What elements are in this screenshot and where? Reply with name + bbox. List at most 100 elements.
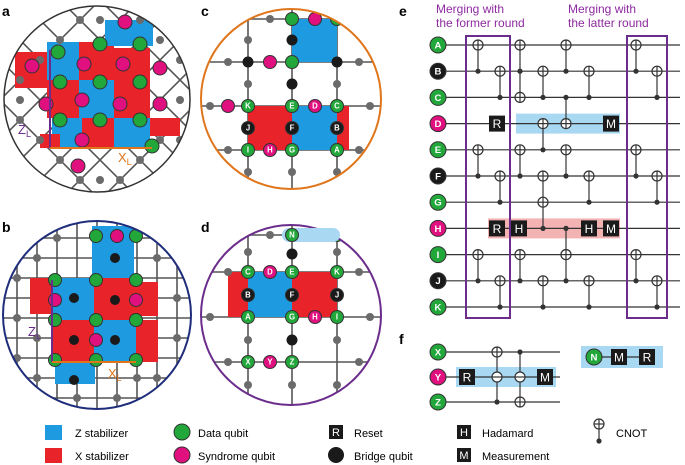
cnot-e-18 [651, 170, 663, 205]
panel-e-label: e [399, 3, 407, 19]
cnot-e-27-control [633, 278, 639, 284]
qubit-C-disc [429, 88, 447, 106]
gate-d-measure: M [603, 115, 619, 132]
gate-h-hadamard-1-box [511, 220, 527, 237]
qubit-I: I [330, 310, 344, 324]
gate-h-hadamard-1-glyph: H [515, 222, 524, 236]
qubit-G-letter: G [434, 198, 441, 209]
qubit-A-disc [330, 143, 344, 157]
gate-h-measure: M [603, 220, 619, 237]
cnot-e-23-control [517, 278, 523, 284]
qubit-J-disc [330, 288, 344, 302]
syndrome-qubit [221, 99, 235, 113]
qubit-Z: Z [285, 355, 299, 369]
qubit-Z-disc [429, 393, 447, 411]
qubit-J-letter: J [246, 124, 250, 133]
qubit-F: F [285, 288, 299, 302]
cnot-e-24 [537, 275, 549, 310]
merge-former-header-line2: the former round [436, 16, 525, 30]
logical-z-label: ZL [28, 324, 41, 341]
qubit-Y-letter: Y [435, 372, 442, 383]
qubit-J: J [429, 272, 447, 290]
qubit-X: X [429, 343, 447, 361]
qubit-B-letter: B [435, 67, 442, 78]
gate-d-reset-glyph: R [493, 117, 502, 131]
legend-reset-icon [329, 425, 343, 439]
qubit-D-letter: D [435, 119, 442, 130]
cnot-e-0-control [475, 68, 481, 74]
qubit-I: I [429, 246, 447, 264]
qubit-A-letter: A [435, 40, 442, 51]
cnot-e-24-control [540, 304, 546, 310]
qubit-H: H [429, 219, 447, 237]
bridge-qubits [242, 34, 343, 90]
cnot-e-7 [651, 65, 663, 100]
qubit-D-disc [263, 265, 277, 279]
x-stabilizer [228, 272, 248, 317]
qubit-J-letter: J [335, 291, 339, 300]
legend-syndrome-qubit-icon [173, 446, 191, 464]
qubit-I-disc [241, 143, 255, 157]
cnot-e-5-control [586, 94, 592, 100]
cnot-e-11-control [475, 173, 481, 179]
panel-f-label: f [399, 331, 404, 347]
legend-measurement-icon [457, 448, 471, 462]
cnot-e-16-control [586, 199, 592, 205]
legend: Z stabilizer X stabilizer Data qubit Syn… [45, 418, 647, 464]
cnot-e-6-control [633, 68, 639, 74]
qubit-G-disc [285, 143, 299, 157]
cnot-e-3 [537, 65, 549, 100]
gate-h-reset-box [489, 220, 505, 237]
legend-reset-glyph: R [332, 427, 340, 439]
bridge-nodes [13, 234, 181, 402]
legend-syndrome-qubit-label: Syndrome qubit [198, 451, 275, 463]
qubit-F-letter: F [435, 171, 441, 182]
qubit-D-letter: D [267, 268, 273, 277]
legend-x-swatch [45, 448, 62, 463]
qubit-H-letter: H [267, 146, 273, 155]
qubit-I-letter: I [437, 250, 440, 261]
cnot-e-12 [494, 170, 506, 205]
logical-x-label: XL [118, 150, 132, 167]
bridge-nodes [206, 15, 374, 176]
logical-x-label: XL [108, 366, 122, 383]
qubit-F-disc [285, 288, 299, 302]
legend-cnot-label: CNOT [616, 428, 647, 440]
qubit-A: A [241, 310, 255, 324]
qubit-N: N [285, 228, 299, 242]
legend-hadamard-label: Hadamard [482, 428, 533, 440]
cnot-e-25 [560, 249, 572, 284]
cnot-e-22-control [497, 304, 503, 310]
syndrome-qubits [48, 229, 143, 347]
gate-d-reset-box [489, 115, 505, 132]
z-stabilizer [248, 272, 292, 317]
cnot-f-2 [514, 349, 526, 408]
qubit-Y-disc [429, 368, 447, 386]
qubit-C-letter: C [435, 93, 442, 104]
gate-d-measure-box [603, 115, 619, 132]
legend-x-label: X stabilizer [75, 451, 129, 463]
n-seq-measure-box [611, 349, 627, 365]
legend-hadamard-glyph: H [460, 427, 468, 439]
gate-d-measure-glyph: M [606, 117, 616, 131]
qubit-X-letter: X [245, 358, 251, 367]
qubit-N-letter: N [591, 352, 598, 363]
qubit-D-disc [308, 99, 322, 113]
qubit-H-letter: H [312, 313, 318, 322]
panel-b-boundary [2, 220, 192, 410]
qubit-A-letter: A [334, 146, 340, 155]
qubit-J-disc [429, 272, 447, 290]
qubit-F-letter: F [290, 124, 295, 133]
qubit-E-letter: E [289, 268, 294, 277]
legend-hadamard-icon [457, 425, 471, 439]
qubit-B: B [241, 288, 255, 302]
panel-a-label: a [2, 3, 10, 19]
qubit-N-letter: N [289, 231, 295, 240]
cnot-e-12-control [497, 199, 503, 205]
data-qubits [50, 36, 160, 154]
qubit-B: B [330, 121, 344, 135]
qubit-Y: Y [429, 368, 447, 386]
qubit-H-disc [429, 219, 447, 237]
qubit-K-disc [429, 298, 447, 316]
